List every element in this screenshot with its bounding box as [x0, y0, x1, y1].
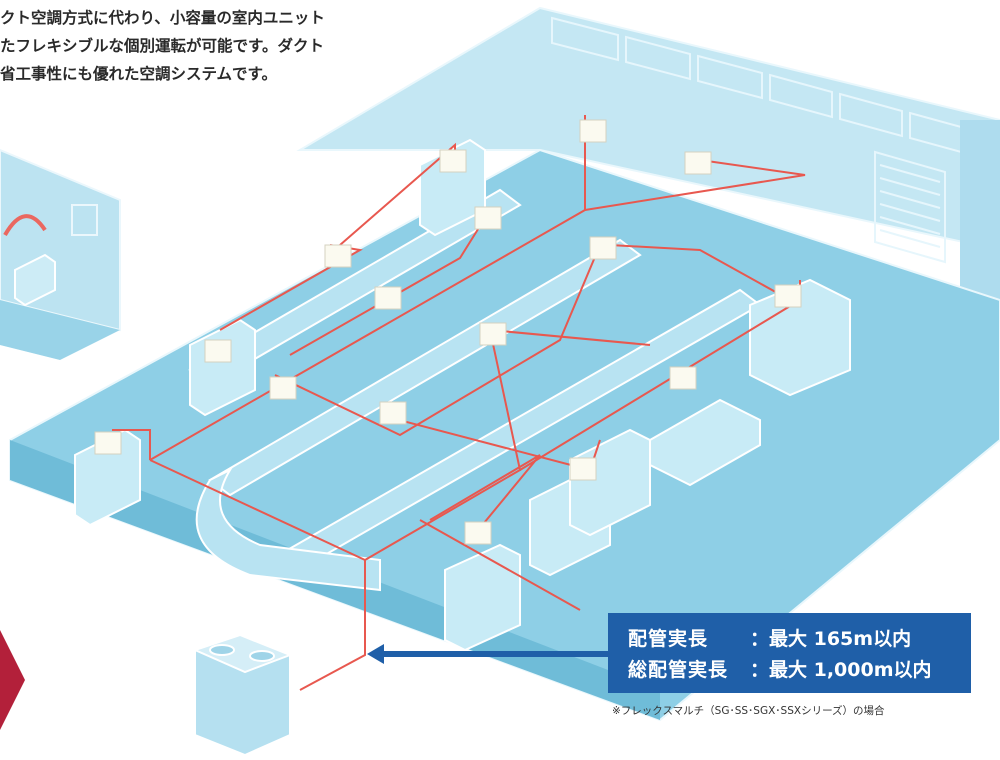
back-wall-windows	[551, 16, 973, 157]
spec-value-total-pipe-length: ：最大 1,000m以内	[750, 659, 932, 681]
intro-text: クト空調方式に代わり、小容量の室内ユニット たフレキシブルな個別運転が可能です。…	[0, 4, 420, 88]
spec-key-pipe-length: 配管実長	[628, 628, 709, 650]
back-wall	[296, 6, 1000, 252]
intro-line-3: 省工事性にも優れた空調システムです。	[0, 64, 277, 83]
spec-row-pipe-length: 配管実長 ：最大 165m以内	[628, 624, 971, 655]
conveyor-curve	[195, 467, 381, 592]
secondary-illustration	[0, 148, 121, 360]
machines	[74, 138, 851, 652]
intro-line-2: たフレキシブルな個別運転が可能です。ダクト	[0, 36, 324, 55]
indoor-units	[94, 119, 802, 545]
accent-diamond	[0, 630, 25, 730]
shutter	[874, 150, 946, 264]
footnote: ※フレックスマルチ（SG･SS･SGX･SSXシリーズ）の場合	[612, 705, 885, 717]
spec-row-total-pipe-length: 総配管実長 ：最大 1,000m以内	[628, 655, 971, 686]
spec-key-total-pipe-length: 総配管実長	[628, 659, 729, 681]
spec-value-pipe-length: ：最大 165m以内	[750, 628, 912, 650]
pipe-length-spec-box: 配管実長 ：最大 165m以内 総配管実長 ：最大 1,000m以内	[608, 613, 971, 693]
arrow-to-spec	[367, 644, 608, 664]
right-wall	[960, 120, 1000, 330]
piping	[112, 115, 806, 691]
intro-line-1: クト空調方式に代わり、小容量の室内ユニット	[0, 8, 325, 27]
outdoor-unit	[192, 633, 293, 757]
